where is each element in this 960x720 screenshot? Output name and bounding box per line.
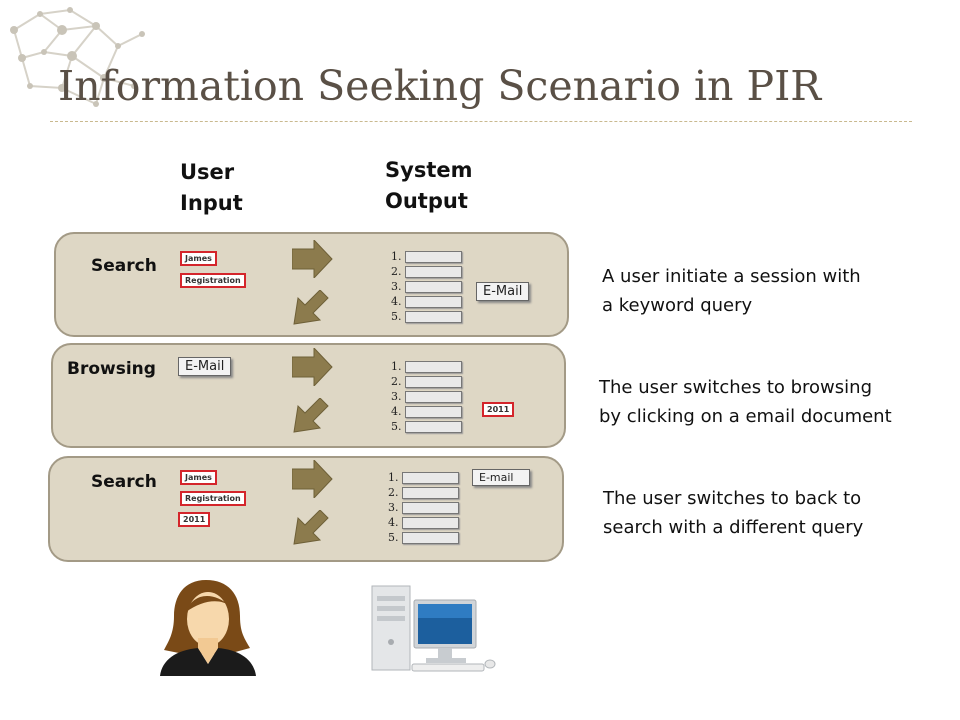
system-output-header: System Output	[385, 158, 473, 213]
down-left-arrow-icon	[293, 510, 329, 545]
email-document-icon: E-Mail	[476, 282, 530, 301]
row-label-search-1: Search	[91, 256, 157, 276]
email-document-icon: E-mail	[472, 469, 530, 486]
output-tag-2011: 2011	[482, 402, 515, 417]
user-input-header: User Input	[180, 160, 243, 215]
input-tag-2011: 2011	[178, 512, 211, 527]
right-arrow-icon	[292, 348, 333, 386]
down-left-arrow-icon	[293, 398, 329, 433]
description-2: The user switches to browsing by clickin…	[599, 377, 892, 427]
user-avatar-icon	[160, 580, 256, 676]
right-arrow-icon	[292, 240, 333, 278]
slide-title: Information Seeking Scenario in PIR	[58, 62, 822, 110]
right-arrow-icon	[292, 460, 333, 498]
input-tag-registration: Registration	[180, 273, 246, 288]
input-tag-james: James	[180, 470, 217, 485]
network-decoration-icon	[10, 7, 145, 107]
row-label-browsing: Browsing	[67, 359, 156, 379]
description-3: The user switches to back to search with…	[603, 488, 864, 538]
description-1: A user initiate a session with a keyword…	[602, 266, 861, 316]
title-divider	[50, 121, 912, 122]
input-tag-james: James	[180, 251, 217, 266]
down-left-arrow-icon	[293, 290, 329, 325]
input-tag-registration: Registration	[180, 491, 246, 506]
computer-icon	[371, 585, 496, 672]
row-label-search-2: Search	[91, 472, 157, 492]
email-document-icon: E-Mail	[178, 357, 232, 376]
